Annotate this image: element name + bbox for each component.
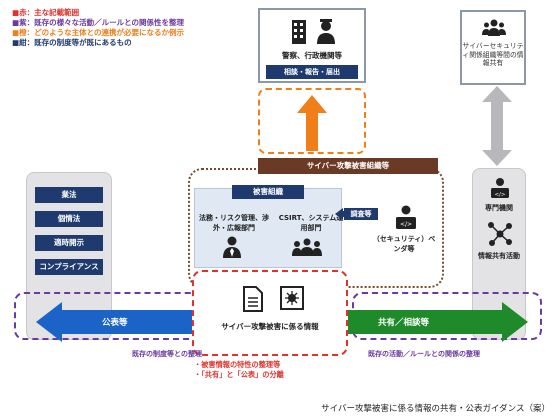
- timely-disclosure: 適時開示: [35, 235, 103, 251]
- legend-item-navy: ■紺：既存の制度等が既にあるもの: [12, 38, 132, 47]
- red-notes: ・被害情報の特性の整理等 ・「共有」と「公表」の分離: [194, 360, 364, 380]
- svg-text:</>: </>: [400, 221, 412, 228]
- blue-left-arrow: [36, 302, 206, 342]
- building-police-icon: [292, 19, 335, 44]
- note-existing-systems: 既存の制度等との整理: [132, 350, 202, 358]
- red-note-2: ・「共有」と「公表」の分離: [194, 370, 284, 379]
- note-existing-activities: 既存の活動／ルールとの関係の整理: [368, 350, 480, 358]
- vendor-label: （セキュリティ）ベンダ等: [372, 235, 436, 253]
- legend-item-red: ■赤：主な記載範囲: [12, 8, 80, 17]
- svg-text:</>: </>: [494, 192, 505, 198]
- virus-bug-icon: [280, 286, 304, 310]
- compliance: コンプライアンス: [35, 259, 103, 275]
- team-people-icon: [292, 238, 322, 256]
- vendor-person-icon: </>: [396, 205, 416, 229]
- police-box: 警察、行政機関等 相談・報告・届出: [258, 8, 366, 83]
- central-info-box: サイバー攻撃被害に係る情報: [192, 270, 348, 356]
- victim-org-bar: サイバー攻撃被害組織等: [258, 158, 438, 174]
- cyber-security-box: サイバーセキュリティ関係組織等間の情報共有: [460, 10, 526, 85]
- legend-item-orange: ■橙：どのような主体との連携が必要になるか例示: [12, 28, 185, 37]
- green-right-arrow: [336, 302, 528, 342]
- document-icon: [243, 286, 263, 312]
- group-people-icon: [482, 19, 506, 36]
- expert-label: 専門機関: [485, 204, 513, 212]
- orange-dashed-frame: [258, 88, 366, 154]
- internal-org-title: 被害組織: [232, 185, 304, 199]
- publish-label: 公表等: [102, 318, 128, 328]
- legend-item-purple: ■紫：既存の様々な活動／ルールとの関係性を整理: [12, 18, 185, 27]
- orange-up-arrow: [297, 95, 327, 151]
- share-consult-label: 共有／相談等: [378, 318, 430, 328]
- network-icon: [488, 222, 512, 246]
- legend: ■赤：主な記載範囲 ■紫：既存の様々な活動／ルールとの関係性を整理 ■橙：どのよ…: [12, 8, 252, 48]
- cyber-security-label: サイバーセキュリティ関係組織等間の情報共有: [462, 42, 524, 67]
- caption: サイバー攻撃被害に係る情報の共有・公表ガイダンス（案）: [321, 404, 550, 414]
- dept-legal-label: 法務・リスク管理、渉外・広報部門: [199, 214, 269, 232]
- grey-double-arrow: [482, 86, 512, 166]
- central-info-label: サイバー攻撃被害に係る情報: [221, 322, 319, 331]
- info-share-label: 情報共有活動: [478, 252, 520, 260]
- report-bar: 相談・報告・届出: [266, 65, 358, 79]
- police-label: 警察、行政機関等: [282, 51, 342, 60]
- red-note-1: ・被害情報の特性の整理等: [194, 360, 281, 369]
- law-business: 業法: [35, 187, 103, 203]
- law-privacy: 個情法: [35, 211, 103, 227]
- person-tie-icon: [223, 236, 241, 258]
- expert-person-icon: </>: [491, 178, 509, 198]
- investigate-label: 調査等: [344, 208, 378, 220]
- dept-csirt-label: CSIRT、システム運用部門: [278, 214, 344, 232]
